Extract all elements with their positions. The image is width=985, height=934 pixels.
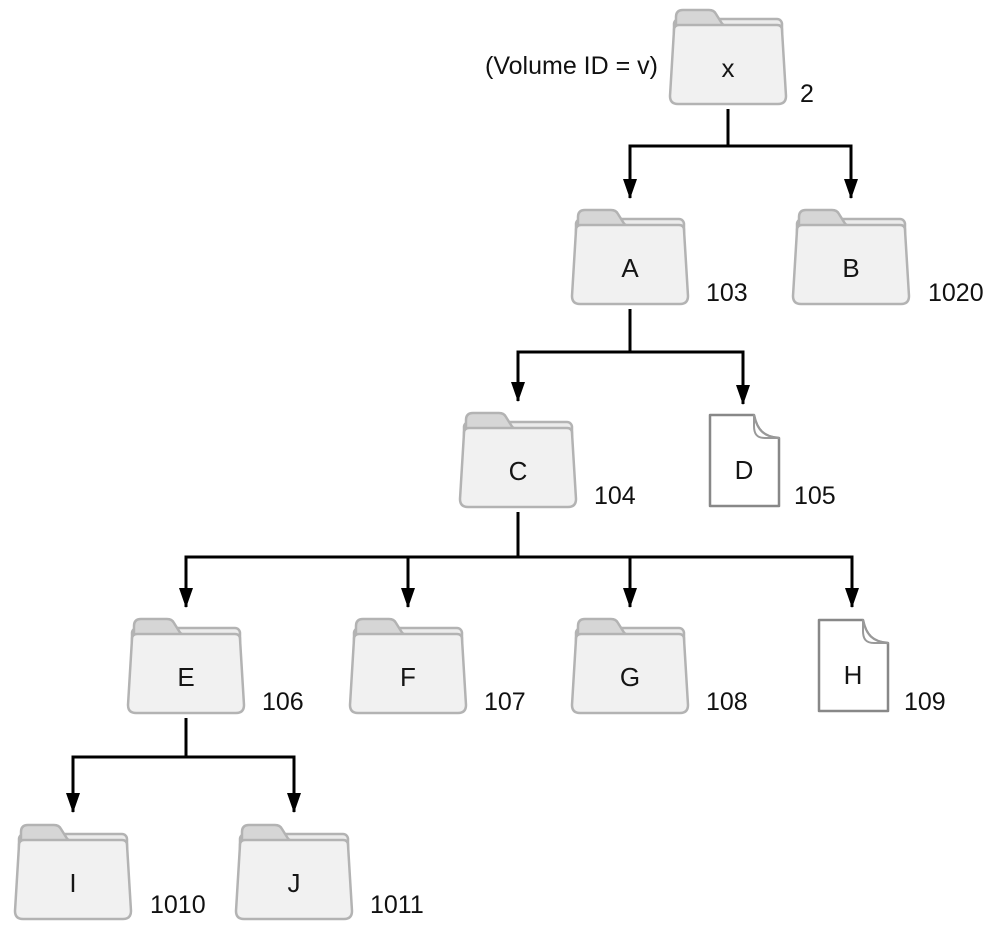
node-c: C xyxy=(452,408,584,512)
file-icon xyxy=(708,413,781,508)
node-g: G xyxy=(564,614,696,718)
volume-id-annotation: (Volume ID = v) xyxy=(485,52,658,80)
node-label: B xyxy=(842,253,860,283)
folder-icon xyxy=(13,823,133,921)
node-h-id: 109 xyxy=(904,688,946,716)
folder-icon xyxy=(348,617,468,715)
node-i-id: 1010 xyxy=(150,891,206,919)
node-j-id: 1011 xyxy=(370,891,424,919)
node-i: I xyxy=(7,820,139,924)
folder-icon xyxy=(570,617,690,715)
node-g-id: 108 xyxy=(706,688,748,716)
node-d-id: 105 xyxy=(794,482,836,510)
folder-icon xyxy=(668,8,788,106)
node-f: F xyxy=(342,614,474,718)
node-label: A xyxy=(621,253,639,283)
node-a-id: 103 xyxy=(706,279,748,307)
node-b-id: 1020 xyxy=(928,279,984,307)
node-label: J xyxy=(287,868,301,898)
node-b: B xyxy=(785,205,917,309)
node-label: x xyxy=(721,53,735,83)
node-e-id: 106 xyxy=(262,688,304,716)
node-label: E xyxy=(177,662,195,692)
folder-icon xyxy=(234,823,354,921)
folder-icon xyxy=(126,617,246,715)
node-c-id: 104 xyxy=(594,482,636,510)
node-label: H xyxy=(843,660,863,690)
folder-icon xyxy=(458,411,578,509)
node-h: H xyxy=(813,616,893,715)
node-f-id: 107 xyxy=(484,688,526,716)
node-label: D xyxy=(734,455,754,485)
node-label: C xyxy=(508,456,528,486)
folder-icon xyxy=(791,208,911,306)
node-j: J xyxy=(228,820,360,924)
node-x-id: 2 xyxy=(800,80,814,108)
node-x: x xyxy=(662,5,794,109)
folder-icon xyxy=(570,208,690,306)
node-label: F xyxy=(400,662,416,692)
node-d: D xyxy=(704,411,784,510)
node-e: E xyxy=(120,614,252,718)
node-label: G xyxy=(619,662,641,692)
file-icon xyxy=(817,618,890,713)
node-label: I xyxy=(69,868,77,898)
node-a: A xyxy=(564,205,696,309)
